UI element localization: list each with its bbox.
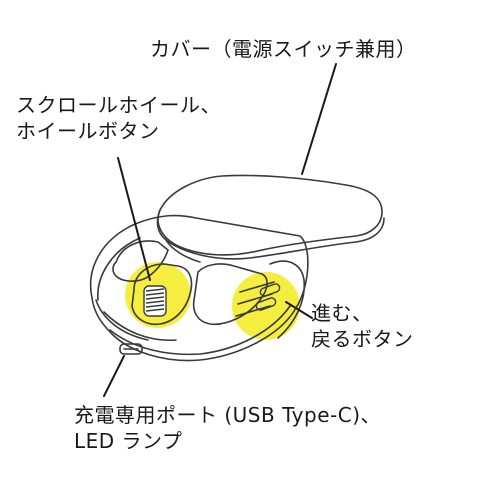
scroll-wheel: [143, 285, 167, 317]
leader-lines: [103, 63, 337, 397]
side-buttons-label: 進む、 戻るボタン: [311, 300, 414, 352]
charging-port-label-line-2: LED ランプ: [74, 429, 183, 453]
side-buttons-label-line-2: 戻るボタン: [311, 327, 414, 351]
scroll-wheel-leader: [117, 157, 151, 281]
side-buttons-label-line-1: 進む、: [311, 301, 373, 325]
side-buttons: [255, 283, 281, 311]
side-buttons-leader: [285, 301, 313, 319]
charging-port-label-line-1: 充電専用ポート (USB Type-C)、: [74, 403, 381, 427]
cover-label: カバー（電源スイッチ兼用）: [150, 36, 417, 62]
scroll-wheel-label-line-2: ホイールボタン: [16, 119, 160, 143]
mouse-body: [89, 174, 385, 362]
charging-port-leader: [103, 355, 125, 397]
scroll-wheel-label: スクロールホイール、 ホイールボタン: [16, 92, 221, 144]
charging-port-label: 充電専用ポート (USB Type-C)、 LED ランプ: [74, 402, 381, 454]
cover-label-line: カバー（電源スイッチ兼用）: [150, 37, 417, 61]
cover-leader: [301, 63, 337, 175]
scroll-wheel-label-line-1: スクロールホイール、: [16, 93, 221, 117]
